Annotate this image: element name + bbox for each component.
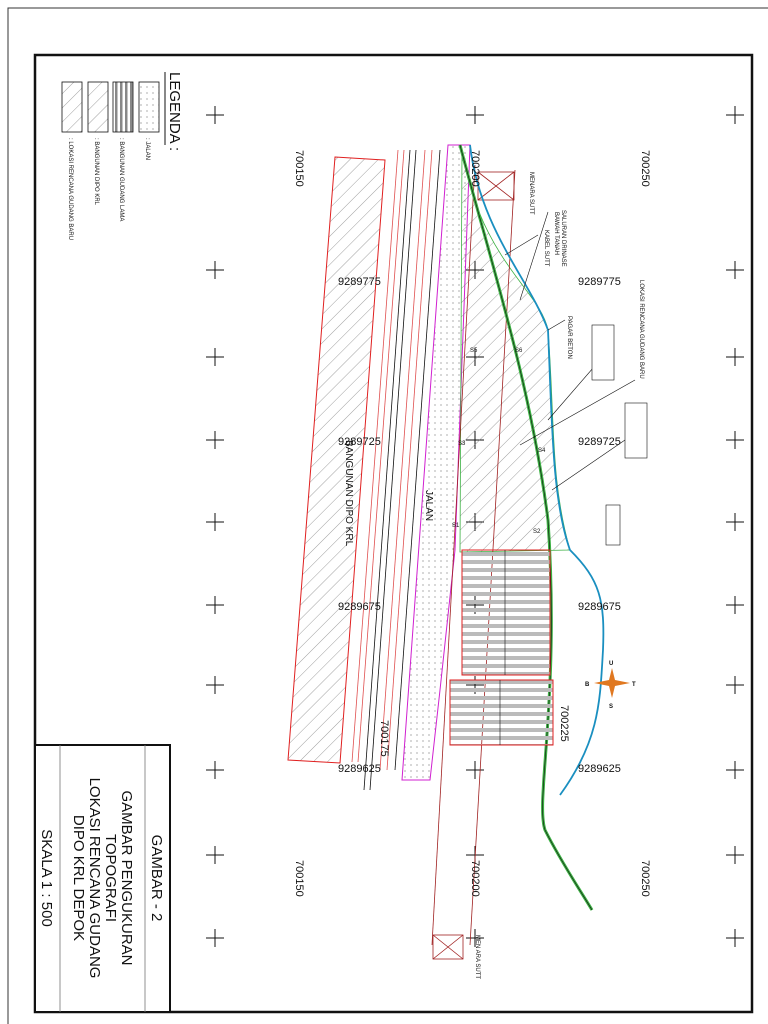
northing-label: 9289725 [338,436,381,448]
dipo-label: BANGUNAN DIPO KRL [343,440,354,547]
survey-point: S6 [515,348,523,354]
menara-sutt-label: MENARA SUTT [528,172,534,215]
title-line: LOKASI RENCANA GUDANG [86,778,103,979]
title-line: DIPO KRL DEPOK [70,815,87,941]
easting-label: 700175 [378,720,390,757]
compass-rose-icon: U S T B [585,661,636,710]
menara-sutt-label: MEN ARA SUTT [474,935,480,979]
legend-swatch-dipo [87,81,109,133]
survey-point: S3 [458,441,466,447]
easting-label: 700150 [293,860,305,897]
easting-label: 700200 [469,150,481,187]
bangunan-gudang-lama [449,549,554,746]
pagar-beton-label: PAGAR BETON [566,316,572,359]
northing-label: 9289675 [338,601,381,613]
saluran-label: BAWAH TANAH [553,212,559,255]
legend-label: : JALAN [144,138,150,160]
compass-south: S [609,704,613,710]
easting-label: 700225 [558,705,570,742]
lokasi-label: LOKASI RENCANA GUDANG BARU [638,280,644,379]
sheet-frame [7,7,768,1024]
drawing-number: GAMBAR - 2 [148,835,165,922]
legend-label: : LOKASI RENCANA GUDANG BARU [67,138,73,240]
kabel-sutt-label: KABEL SUTT [543,230,549,267]
title-line: TOPOGRAFI [102,834,119,922]
easting-label: 700150 [293,150,305,187]
river-line [469,144,605,796]
northing-label: 9289775 [578,276,621,288]
legend-swatch-gudang-lama [112,81,134,133]
compass-north: U [609,661,613,667]
legend-title: LEGENDA : [166,72,183,151]
annotations: MENARA SUTT SALURAN DRINASE BAWAH TANAH … [343,172,648,979]
rail-tracks [351,149,441,791]
northing-label: 9289775 [338,276,381,288]
survey-point: S1 [452,523,460,529]
survey-point: S4 [538,448,546,454]
northing-label: 9289625 [338,763,381,775]
coordinate-labels: 700150 700200 700250 700175 700225 70015… [293,150,651,897]
jalan-label: JALAN [423,490,434,521]
northing-label: 9289675 [578,601,621,613]
saluran-label: SALURAN DRINASE [560,210,566,267]
legend-label: : BANGUNAN GUDANG LAMA [118,138,124,221]
bangunan-dipo-krl [287,156,386,764]
title-block: GAMBAR - 2 GAMBAR PENGUKURAN TOPOGRAFI L… [34,744,171,1013]
northing-label: 9289625 [578,763,621,775]
survey-point: S2 [533,529,541,535]
survey-point: S5 [470,348,478,354]
legend-swatch-jalan [138,81,160,133]
easting-label: 700200 [469,860,481,897]
legend-label: : BANGUNAN DIPO KRL [93,138,99,206]
scale-label: SKALA 1 : 500 [38,829,55,927]
legend-swatch-lokasi [61,81,83,133]
title-line: GAMBAR PENGUKURAN [118,790,135,965]
legend: LEGENDA : : JALAN : BANGUNAN GUDANG LAMA… [61,72,183,240]
northing-label: 9289725 [578,436,621,448]
compass-west: B [585,682,590,688]
easting-label: 700250 [639,860,651,897]
compass-east: T [632,682,636,688]
easting-label: 700250 [639,150,651,187]
